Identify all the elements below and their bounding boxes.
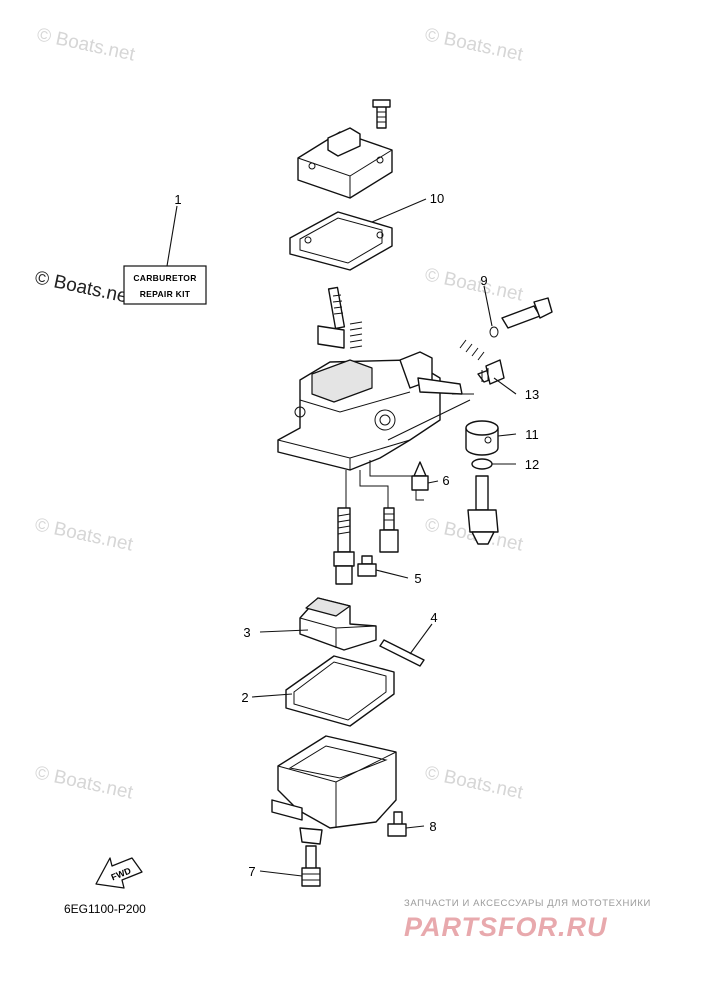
callout-3: 3 bbox=[243, 625, 250, 640]
gasket-2 bbox=[285, 655, 395, 727]
screw-8 bbox=[387, 811, 407, 837]
callout-2: 2 bbox=[241, 690, 248, 705]
watermark: © Boats.net bbox=[423, 762, 525, 803]
watermark: © Boats.net bbox=[33, 514, 135, 555]
callout-6: 6 bbox=[442, 473, 449, 488]
watermark: © Boats.net bbox=[423, 24, 525, 65]
watermark: © Boats.net bbox=[33, 762, 135, 803]
drain-screw-7 bbox=[301, 845, 321, 887]
repair-kit-label: CARBURETOR REPAIR KIT bbox=[123, 265, 207, 305]
part-13 bbox=[477, 359, 505, 385]
callouts: 1 2 3 4 5 6 7 8 9 10 11 12 13 bbox=[174, 191, 539, 879]
top-cover bbox=[297, 99, 393, 199]
callout-12: 12 bbox=[525, 457, 539, 472]
callout-4: 4 bbox=[430, 610, 437, 625]
fwd-arrow: FWD bbox=[95, 857, 143, 889]
callout-11: 11 bbox=[525, 427, 539, 442]
watermark: © Boats.net bbox=[35, 24, 137, 65]
float-3 bbox=[299, 597, 377, 651]
gasket-10 bbox=[289, 211, 393, 271]
brand-logo: ЗАПЧАСТИ И АКСЕССУАРЫ ДЛЯ МОТОТЕХНИКИ PA… bbox=[404, 898, 651, 942]
kit-label-line2: REPAIR KIT bbox=[140, 289, 191, 299]
jets bbox=[333, 507, 399, 585]
brand-tagline: ЗАПЧАСТИ И АКСЕССУАРЫ ДЛЯ МОТОТЕХНИКИ bbox=[404, 898, 651, 909]
callout-1: 1 bbox=[174, 192, 181, 207]
float-bowl bbox=[271, 735, 397, 845]
brand-name: PARTSFOR.RU bbox=[404, 912, 608, 942]
o-ring-12 bbox=[471, 458, 493, 470]
callout-10: 10 bbox=[430, 191, 444, 206]
needle-valve-6 bbox=[411, 461, 429, 501]
leader-lines bbox=[166, 198, 517, 877]
watermark: © Boats.net bbox=[423, 264, 525, 305]
kit-label-line1: CARBURETOR bbox=[133, 273, 196, 283]
watermarks: © Boats.net © Boats.net © Boats.net © Bo… bbox=[33, 24, 525, 803]
callout-8: 8 bbox=[429, 819, 436, 834]
callout-7: 7 bbox=[248, 864, 255, 879]
diagram-code: 6EG1100-P200 bbox=[64, 902, 146, 916]
pilot-screw-9 bbox=[459, 297, 553, 361]
callout-13: 13 bbox=[525, 387, 539, 402]
jet-assembly-right bbox=[467, 475, 499, 545]
callout-9: 9 bbox=[480, 273, 487, 288]
callout-5: 5 bbox=[414, 571, 421, 586]
watermark-dark: © Boats.net bbox=[33, 267, 135, 308]
float-11 bbox=[465, 420, 499, 456]
jet-5 bbox=[357, 555, 377, 577]
carburetor-body bbox=[277, 286, 463, 471]
